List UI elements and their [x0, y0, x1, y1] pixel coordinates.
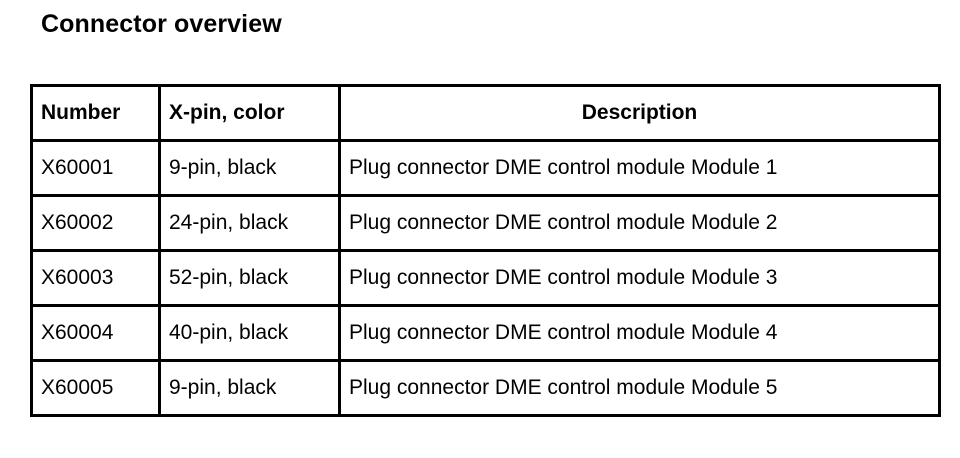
column-header-xpin-color: X-pin, color	[158, 84, 341, 142]
cell-xpin-color: 52-pin, black	[158, 249, 341, 307]
page-title: Connector overview	[41, 10, 282, 38]
cell-number: X60005	[30, 359, 161, 417]
cell-number: X60004	[30, 304, 161, 362]
cell-number: X60001	[30, 139, 161, 197]
cell-number: X60002	[30, 194, 161, 252]
cell-description: Plug connector DME control module Module…	[338, 249, 941, 307]
column-header-description: Description	[338, 84, 941, 142]
cell-xpin-color: 40-pin, black	[158, 304, 341, 362]
cell-xpin-color: 9-pin, black	[158, 359, 341, 417]
cell-xpin-color: 9-pin, black	[158, 139, 341, 197]
table-header: Number X-pin, color Description	[30, 84, 941, 142]
cell-number: X60003	[30, 249, 161, 307]
cell-description: Plug connector DME control module Module…	[338, 194, 941, 252]
cell-description: Plug connector DME control module Module…	[338, 304, 941, 362]
column-header-number: Number	[30, 84, 161, 142]
cell-xpin-color: 24-pin, black	[158, 194, 341, 252]
cell-description: Plug connector DME control module Module…	[338, 359, 941, 417]
table-header-row: Number X-pin, color Description	[30, 84, 941, 142]
cell-description: Plug connector DME control module Module…	[338, 139, 941, 197]
